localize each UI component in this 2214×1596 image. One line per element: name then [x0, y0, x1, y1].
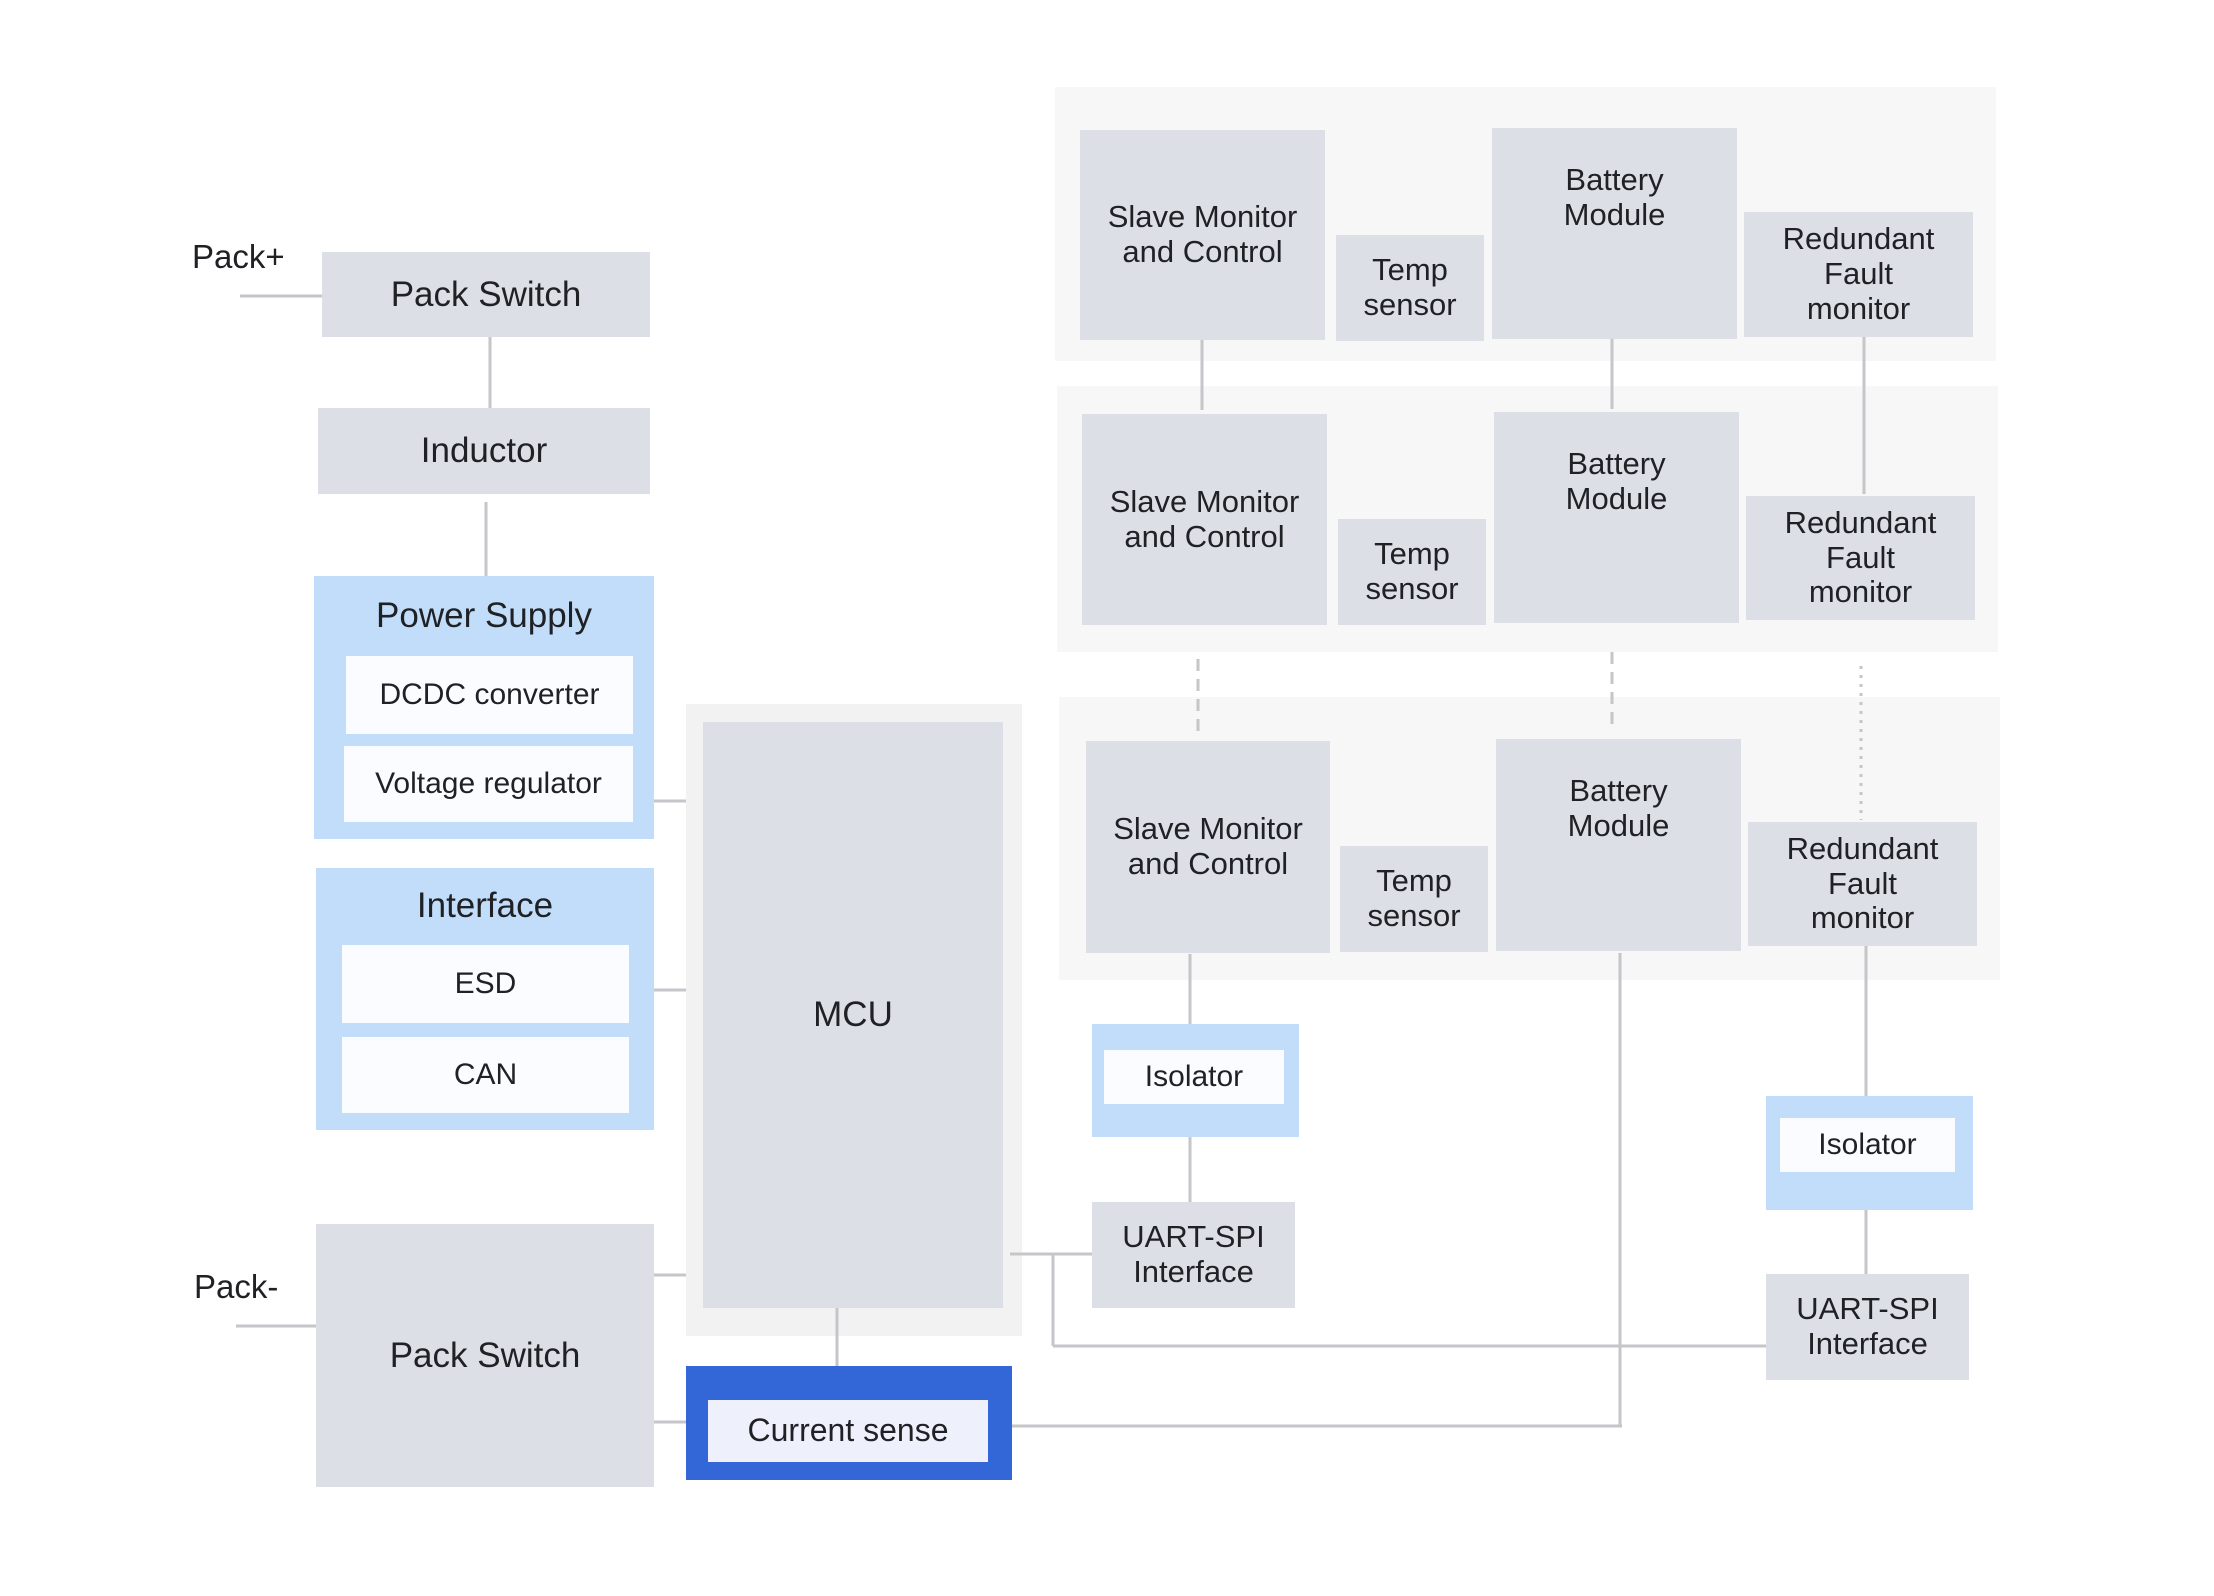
- pack-switch-top: Pack Switch: [322, 252, 650, 337]
- pack-switch-bottom: Pack Switch: [316, 1224, 654, 1487]
- slave-monitor-1: Slave Monitor and Control: [1080, 130, 1325, 340]
- temp-sensor-2: Temp sensor: [1338, 519, 1486, 625]
- pack-positive-label: Pack+: [192, 238, 285, 275]
- mcu: MCU: [703, 722, 1003, 1308]
- power-supply-title: Power Supply: [376, 596, 592, 635]
- temp-sensor-3: Temp sensor: [1340, 846, 1488, 952]
- fault-monitor-1: Redundant Fault monitor: [1744, 212, 1973, 337]
- current-sense: Current sense: [708, 1400, 988, 1462]
- battery-module-1: Battery Module: [1492, 128, 1737, 339]
- temp-sensor-1: Temp sensor: [1336, 235, 1484, 341]
- uart-spi-left: UART-SPI Interface: [1092, 1202, 1295, 1308]
- battery-module-3: Battery Module: [1496, 739, 1741, 951]
- slave-monitor-3: Slave Monitor and Control: [1086, 741, 1330, 953]
- inductor: Inductor: [318, 408, 650, 494]
- interface-title: Interface: [416, 886, 554, 925]
- dcdc-converter: DCDC converter: [346, 656, 633, 734]
- slave-monitor-2: Slave Monitor and Control: [1082, 414, 1327, 625]
- fault-monitor-2: Redundant Fault monitor: [1746, 496, 1975, 620]
- can: CAN: [342, 1037, 629, 1113]
- esd: ESD: [342, 945, 629, 1023]
- voltage-regulator: Voltage regulator: [344, 746, 633, 822]
- pack-negative-label: Pack-: [194, 1268, 279, 1305]
- battery-module-2: Battery Module: [1494, 412, 1739, 623]
- uart-spi-right: UART-SPI Interface: [1766, 1274, 1969, 1380]
- isolator-right: Isolator: [1780, 1118, 1955, 1172]
- fault-monitor-3: Redundant Fault monitor: [1748, 822, 1977, 946]
- isolator-left: Isolator: [1104, 1050, 1284, 1104]
